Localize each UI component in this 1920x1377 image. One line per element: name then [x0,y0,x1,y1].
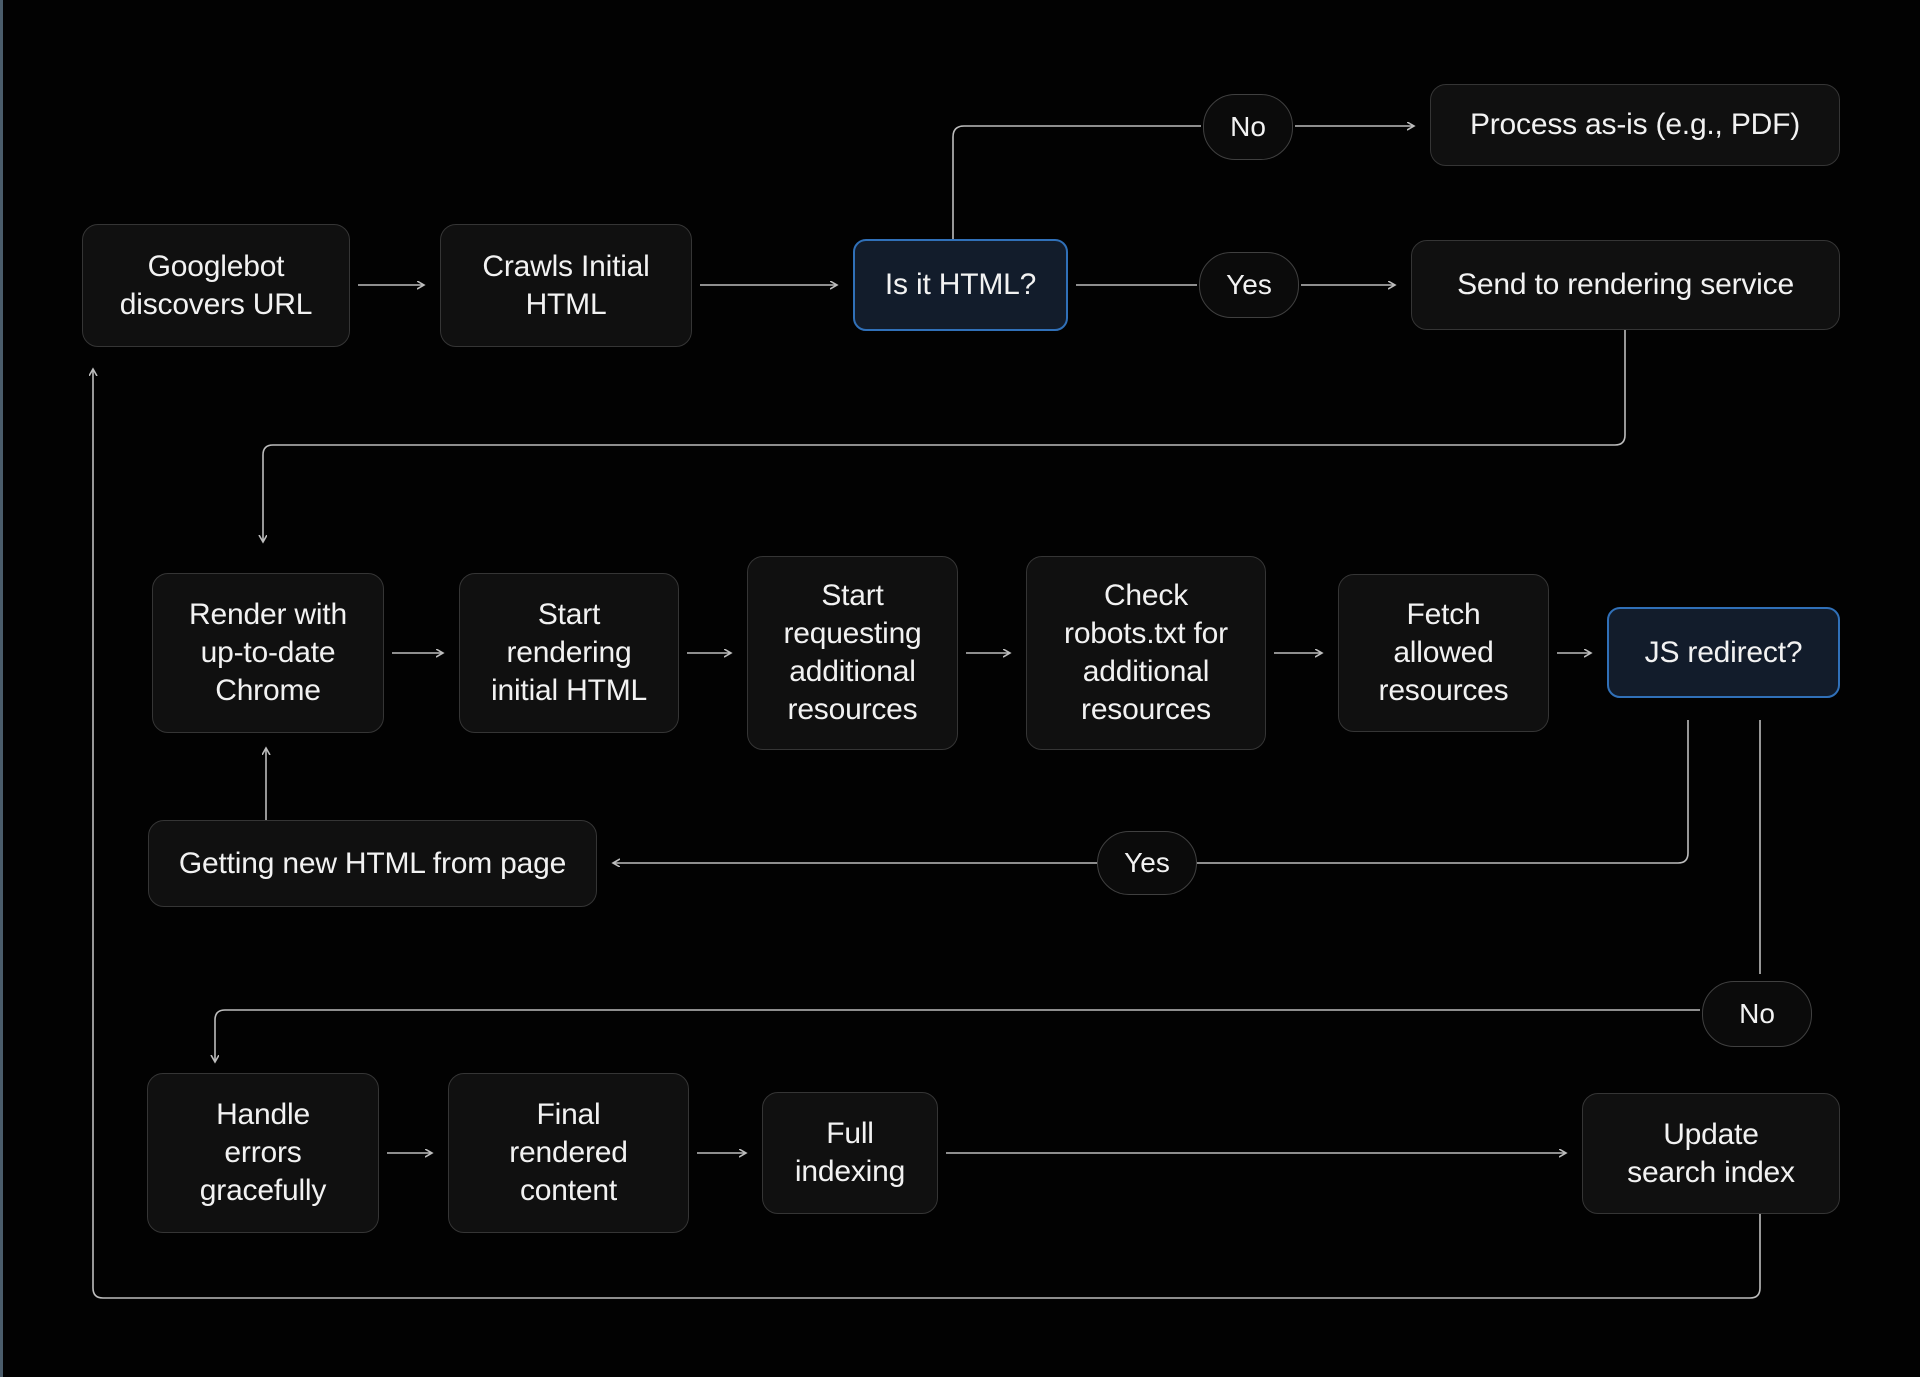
node-label: Fetch allowed resources [1378,598,1509,707]
connector-isithtml-to-nopill [952,125,1201,239]
node-fetch-allowed-resources: Fetch allowed resources [1338,574,1549,732]
connector-jsredirect-yes-to-gettinghtml [613,720,1689,863]
node-label: Send to rendering service [1457,268,1794,301]
connector-send-to-render [263,330,1626,542]
node-crawls-initial-html: Crawls Initial HTML [440,224,692,347]
node-label: Start rendering initial HTML [491,598,647,707]
node-start-requesting-additional-resources: Start requesting additional resources [747,556,958,750]
node-js-redirect: JS redirect? [1607,607,1840,698]
node-check-robots-txt: Check robots.txt for additional resource… [1026,556,1266,750]
node-label: Final rendered content [509,1098,628,1207]
node-label: Full indexing [794,1117,906,1188]
node-render-with-chrome: Render with up-to-date Chrome [152,573,384,733]
connector-update-to-googlebot [93,369,1761,1299]
pill-yes-top: Yes [1199,252,1299,318]
screen-left-edge [0,0,3,1377]
connector-nopill-to-handleerrors [215,1009,1700,1062]
node-label: Render with up-to-date Chrome [189,598,347,707]
pill-label: Yes [1226,269,1272,300]
node-label: Start requesting additional resources [783,579,922,726]
pill-no-top: No [1203,94,1293,160]
pill-no-bottom: No [1702,981,1812,1047]
node-handle-errors-gracefully: Handle errors gracefully [147,1073,379,1233]
pill-yes-mid: Yes [1097,831,1197,895]
node-full-indexing: Full indexing [762,1092,938,1214]
node-googlebot-discovers-url: Googlebot discovers URL [82,224,350,347]
node-label: Getting new HTML from page [178,846,567,880]
node-label: Crawls Initial HTML [482,249,650,321]
node-update-search-index: Update search index [1582,1093,1840,1214]
node-final-rendered-content: Final rendered content [448,1073,689,1233]
pill-label: Yes [1124,847,1170,878]
pill-label: No [1739,998,1775,1029]
node-start-rendering-initial-html: Start rendering initial HTML [459,573,679,733]
node-process-as-is: Process as-is (e.g., PDF) [1430,84,1840,166]
node-label: Check robots.txt for additional resource… [1064,579,1228,726]
node-send-to-rendering-service: Send to rendering service [1411,240,1840,330]
node-label: Is it HTML? [884,268,1037,301]
node-label: Process as-is (e.g., PDF) [1469,108,1801,141]
node-label: Update search index [1627,1117,1795,1189]
pill-label: No [1230,111,1266,142]
node-getting-new-html: Getting new HTML from page [148,820,597,907]
node-label: Googlebot discovers URL [119,249,313,321]
node-label: JS redirect? [1644,635,1803,669]
node-label: Handle errors gracefully [199,1098,327,1207]
node-is-it-html: Is it HTML? [853,239,1068,331]
